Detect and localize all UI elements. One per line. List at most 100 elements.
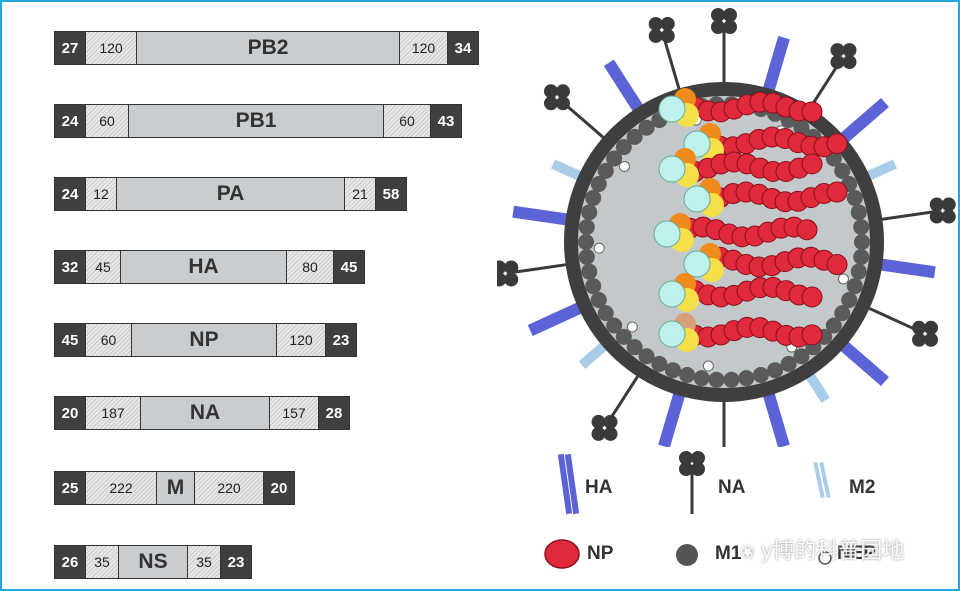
ha-spike <box>763 36 790 92</box>
np-bead <box>827 182 847 202</box>
gene-name-label: NS <box>119 546 187 578</box>
m1-bead <box>853 219 869 235</box>
na-head <box>661 17 675 31</box>
wechat-icon: ❀ <box>740 542 755 562</box>
ha-spike <box>528 302 583 336</box>
na-head <box>649 29 663 43</box>
left-utr-label: 45 <box>85 251 121 283</box>
gene-segment-m: 25 222 M 220 20 <box>54 471 295 505</box>
gene-segment-ha: 32 45 HA 80 45 <box>54 250 365 284</box>
na-head <box>504 272 518 286</box>
np-bead <box>797 220 817 240</box>
left-end-label: 27 <box>55 32 85 64</box>
gene-segment-pb2: 27 120 PB2 120 34 <box>54 31 479 65</box>
pb2-subunit <box>659 156 685 182</box>
gene-name-label: NP <box>132 324 276 356</box>
na-head <box>544 96 558 110</box>
na-head <box>924 321 938 335</box>
np-bead <box>827 134 847 154</box>
right-end-label: 58 <box>376 178 406 210</box>
right-utr-label: 21 <box>344 178 376 210</box>
na-head <box>556 96 570 110</box>
na-head <box>504 260 518 274</box>
right-end-label: 34 <box>448 32 478 64</box>
m1-bead <box>579 219 595 235</box>
na-head <box>544 84 558 98</box>
ha-spike <box>880 259 936 279</box>
left-utr-label: 60 <box>85 324 132 356</box>
m2-legend-icon <box>813 462 830 498</box>
right-end-label: 20 <box>264 472 294 504</box>
m1-bead <box>585 278 601 294</box>
m1-bead <box>851 204 867 220</box>
m1-bead <box>694 370 710 386</box>
nep-dot <box>594 243 604 253</box>
pb2-subunit <box>659 281 685 307</box>
right-utr-label: 80 <box>286 251 334 283</box>
watermark-text: ❀ y博的科普园地 <box>740 533 904 565</box>
na-head <box>723 20 737 34</box>
left-end-label: 25 <box>55 472 85 504</box>
m1-bead <box>753 367 769 383</box>
m1-bead <box>581 264 597 280</box>
np-legend-icon <box>545 540 579 568</box>
na-head <box>604 427 618 441</box>
na-head <box>723 8 737 22</box>
na-head <box>661 29 675 43</box>
na-head <box>942 198 956 212</box>
m1-bead <box>591 292 607 308</box>
na-head <box>556 84 570 98</box>
m1-bead <box>854 234 870 250</box>
na-head <box>711 8 725 22</box>
na-head <box>912 333 926 347</box>
gene-name-label: HA <box>121 251 286 283</box>
m1-legend-icon <box>676 544 698 566</box>
legend-label-ha: HA <box>585 477 612 499</box>
right-utr-label: 120 <box>399 32 448 64</box>
np-bead <box>802 325 822 345</box>
right-utr-label: 220 <box>194 472 264 504</box>
m1-bead <box>738 370 754 386</box>
na-head <box>930 198 944 212</box>
right-utr-label: 35 <box>187 546 221 578</box>
na-head <box>649 17 663 31</box>
nep-dot <box>838 274 848 284</box>
ha-spike <box>839 341 888 386</box>
ha-legend-icon <box>558 454 579 514</box>
gene-name-label: M <box>157 472 194 504</box>
na-head <box>592 415 606 429</box>
na-spike <box>511 264 569 272</box>
m1-bead <box>581 204 597 220</box>
m1-bead <box>585 190 601 206</box>
legend <box>542 442 952 587</box>
na-spike <box>663 36 680 93</box>
legend-label-m1: M1 <box>715 543 741 565</box>
left-end-label: 24 <box>55 105 85 137</box>
na-head <box>842 55 856 69</box>
np-bead <box>827 255 847 275</box>
right-end-label: 43 <box>431 105 461 137</box>
right-end-label: 28 <box>319 397 349 429</box>
m1-bead <box>767 362 783 378</box>
pb2-subunit <box>659 321 685 347</box>
m1-bead <box>847 190 863 206</box>
na-head <box>930 210 944 224</box>
gene-name-label: PB2 <box>137 32 399 64</box>
nep-dot <box>627 322 637 332</box>
legend-label-na: NA <box>718 477 745 499</box>
right-utr-label: 120 <box>276 324 326 356</box>
left-end-label: 32 <box>55 251 85 283</box>
na-head <box>912 321 926 335</box>
pb2-subunit <box>659 96 685 122</box>
na-head <box>830 43 844 57</box>
right-utr-label: 60 <box>383 105 431 137</box>
left-utr-label: 12 <box>85 178 117 210</box>
np-bead <box>802 287 822 307</box>
left-end-label: 45 <box>55 324 85 356</box>
m1-bead <box>853 249 869 265</box>
ha-spike <box>604 60 644 113</box>
na-head <box>924 333 938 347</box>
m1-bead <box>723 372 739 388</box>
pb2-subunit <box>654 221 680 247</box>
left-end-label: 20 <box>55 397 85 429</box>
